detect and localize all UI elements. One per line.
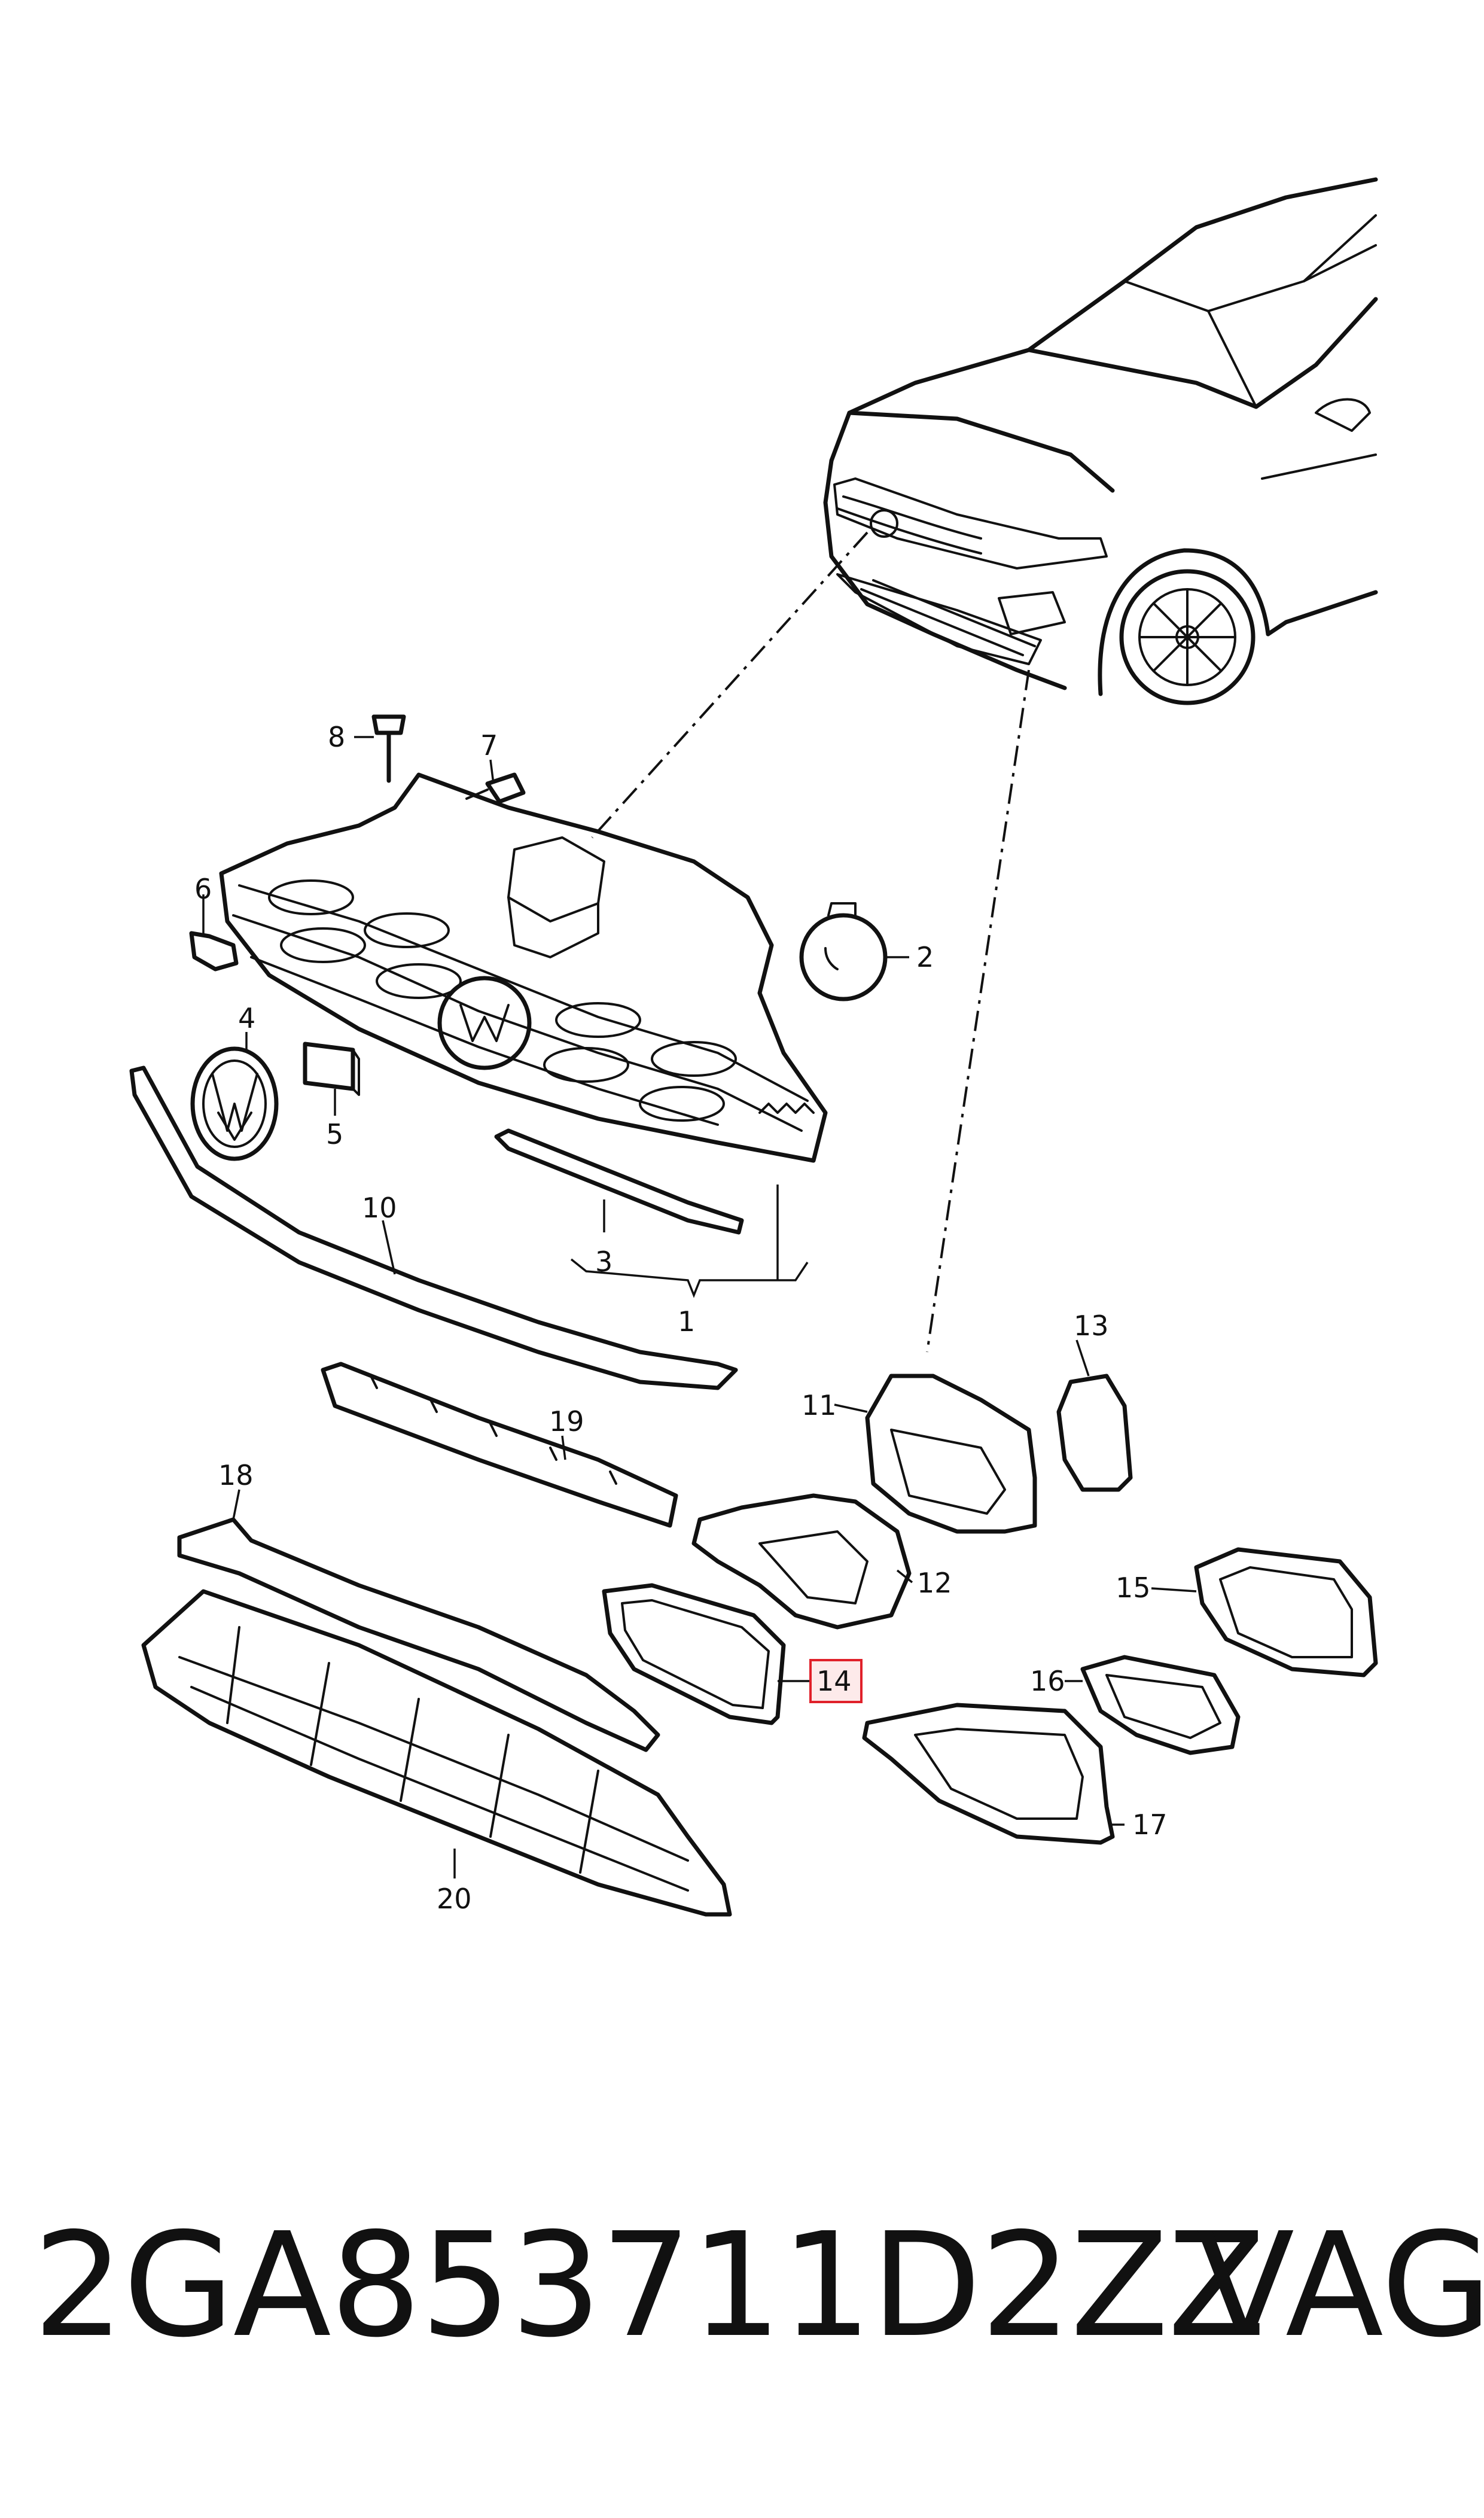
vehicle-illustration — [823, 177, 1378, 705]
part-7-bolt — [465, 772, 526, 804]
callout-16: 16 — [1030, 1665, 1065, 1697]
callout-18: 18 — [218, 1459, 254, 1491]
part-17-cover — [862, 1703, 1115, 1845]
callout-12: 12 — [917, 1567, 952, 1599]
part-13-cover — [1056, 1374, 1133, 1492]
part-14-inner — [621, 1599, 770, 1709]
part-3-trim-strip — [494, 1128, 744, 1235]
part-upper-grille — [219, 772, 828, 1163]
callout-7: 7 — [480, 729, 498, 762]
part-6-clip — [189, 931, 239, 972]
callout-1: 1 — [678, 1305, 695, 1338]
reference-line-lower — [926, 669, 1030, 1353]
callout-17: 17 — [1132, 1808, 1168, 1841]
callout-14: 14 — [816, 1665, 852, 1697]
part-12-bracket — [691, 1493, 912, 1630]
callout-2: 2 — [916, 941, 934, 973]
callout-14-highlight — [809, 1659, 863, 1703]
callout-5: 5 — [326, 1118, 343, 1150]
part-14-frame — [602, 1583, 786, 1725]
callout-10: 10 — [362, 1192, 397, 1224]
callout-8: 8 — [328, 721, 345, 753]
callout-20: 20 — [437, 1883, 472, 1915]
part-16-frame — [1080, 1655, 1241, 1755]
brand-label: VAG — [1196, 2202, 1484, 2369]
part-8-screw — [371, 714, 406, 783]
part-4-emblem — [190, 1046, 279, 1161]
part-15-frame — [1194, 1547, 1378, 1677]
callout-11: 11 — [802, 1389, 837, 1421]
part-20-lower-grille — [141, 1589, 732, 1917]
part-5-sensor — [303, 1042, 360, 1096]
reference-line-grille — [591, 531, 869, 839]
callout-6: 6 — [194, 873, 212, 905]
callout-4: 4 — [238, 1002, 255, 1034]
part-number: 2GA853711D2ZZ — [33, 2202, 1266, 2369]
part-10-long-strip — [129, 1065, 738, 1390]
callout-3: 3 — [595, 1246, 613, 1278]
part-2-cap — [799, 902, 888, 1001]
callout-15: 15 — [1116, 1572, 1151, 1604]
part-11-fog-frame — [865, 1374, 1037, 1534]
part-18-trim — [177, 1517, 660, 1752]
callout-13: 13 — [1074, 1310, 1109, 1342]
part-19-strip — [321, 1362, 678, 1528]
callout-19: 19 — [549, 1405, 584, 1438]
